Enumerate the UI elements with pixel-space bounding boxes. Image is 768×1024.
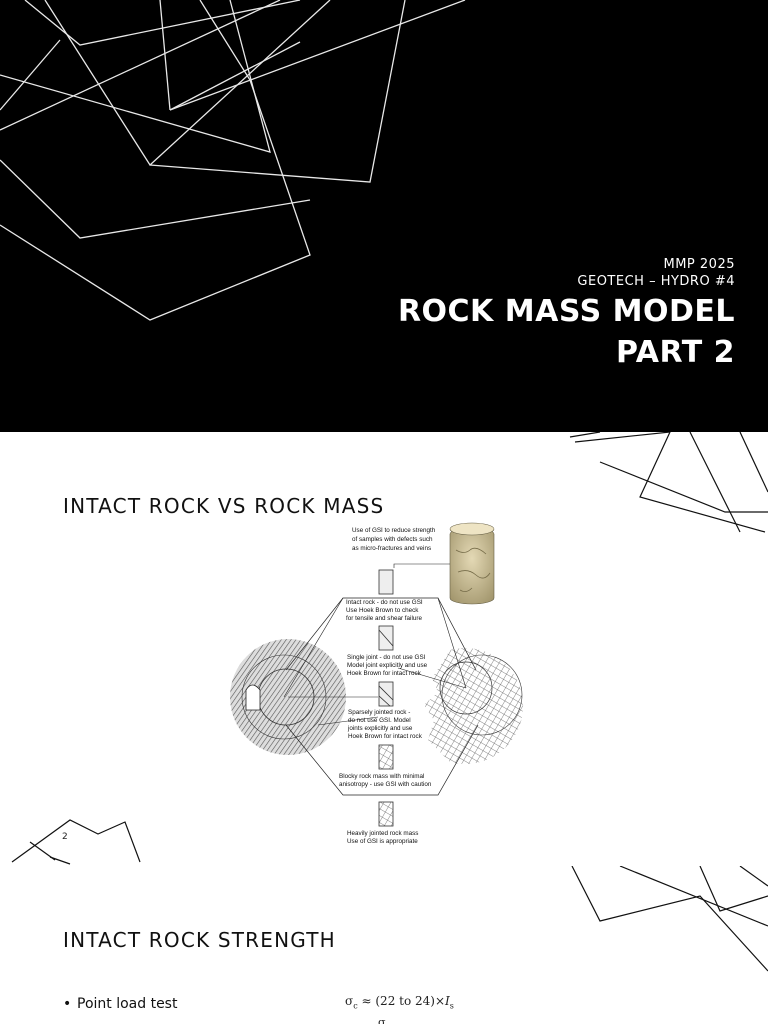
svg-text:Blocky rock mass with minimal: Blocky rock mass with minimal (339, 773, 424, 780)
svg-text:Use of GSI to reduce strength: Use of GSI to reduce strength (352, 527, 436, 534)
svg-text:Heavily jointed rock mass: Heavily jointed rock mass (347, 830, 418, 837)
rock-core-sample (450, 528, 494, 604)
bullet-point-load-test: Point load test (63, 996, 177, 1012)
svg-text:do not use GSI. Model: do not use GSI. Model (348, 717, 411, 724)
svg-text:Single joint - do not use GSI: Single joint - do not use GSI (347, 654, 426, 661)
slide-title-line1: ROCK MASS MODEL (398, 293, 735, 331)
page-number: 2 (62, 832, 68, 842)
svg-text:for tensile and shear failure: for tensile and shear failure (346, 615, 422, 622)
heavily-jointed-specimen-box (379, 802, 393, 826)
module-label: GEOTECH – HYDRO #4 (577, 274, 735, 290)
svg-text:anisotropy - use GSI with caut: anisotropy - use GSI with caution (339, 781, 432, 788)
svg-text:Intact rock - do not use GSI: Intact rock - do not use GSI (346, 599, 423, 606)
formula-second-line: σ (378, 1016, 386, 1024)
svg-text:joints explicitly and use: joints explicitly and use (347, 725, 413, 732)
slide-title-line2: PART 2 (616, 334, 735, 372)
intact-vs-rock-mass-slide: INTACT ROCK VS ROCK MASS (0, 432, 768, 866)
single-joint-label: Single joint - do not use GSI Model join… (347, 654, 428, 677)
sparsely-jointed-label: Sparsely jointed rock - do not use GSI. … (347, 709, 423, 740)
svg-text:of samples with defects such: of samples with defects such (352, 536, 433, 543)
svg-text:Use of GSI is appropriate: Use of GSI is appropriate (347, 838, 418, 845)
intact-specimen-box (379, 570, 393, 594)
gsi-applicability-figure: Use of GSI to reduce strength of samples… (228, 520, 540, 864)
course-code: MMP 2025 (664, 257, 736, 273)
svg-text:Sparsely jointed rock -: Sparsely jointed rock - (348, 709, 410, 716)
section-title: INTACT ROCK VS ROCK MASS (63, 494, 384, 518)
gsi-note-label: Use of GSI to reduce strength of samples… (352, 527, 436, 552)
svg-text:Model joint explicitly and use: Model joint explicitly and use (347, 662, 428, 669)
svg-text:as micro-fractures and veins: as micro-fractures and veins (352, 545, 431, 552)
tunnel-opening-shape (246, 685, 260, 710)
gsi-diagram: Use of GSI to reduce strength of samples… (228, 520, 540, 864)
svg-text:Hoek Brown for intact rock: Hoek Brown for intact rock (347, 670, 422, 677)
svg-text:Hoek Brown for intact rock: Hoek Brown for intact rock (348, 733, 423, 740)
section-title: INTACT ROCK STRENGTH (63, 928, 336, 952)
blocky-specimen-box (379, 745, 393, 769)
title-slide: MMP 2025 GEOTECH – HYDRO #4 ROCK MASS MO… (0, 0, 768, 432)
blocky-label: Blocky rock mass with minimal anisotropy… (339, 773, 432, 788)
intact-rock-strength-slide: INTACT ROCK STRENGTH Point load test σc … (0, 866, 768, 1024)
heavily-jointed-label: Heavily jointed rock mass Use of GSI is … (347, 830, 418, 845)
svg-text:Use Hoek Brown to check: Use Hoek Brown to check (346, 607, 419, 614)
point-load-formula: σc ≈ (22 to 24)×Is (345, 994, 454, 1010)
intact-label: Intact rock - do not use GSI Use Hoek Br… (346, 599, 423, 622)
